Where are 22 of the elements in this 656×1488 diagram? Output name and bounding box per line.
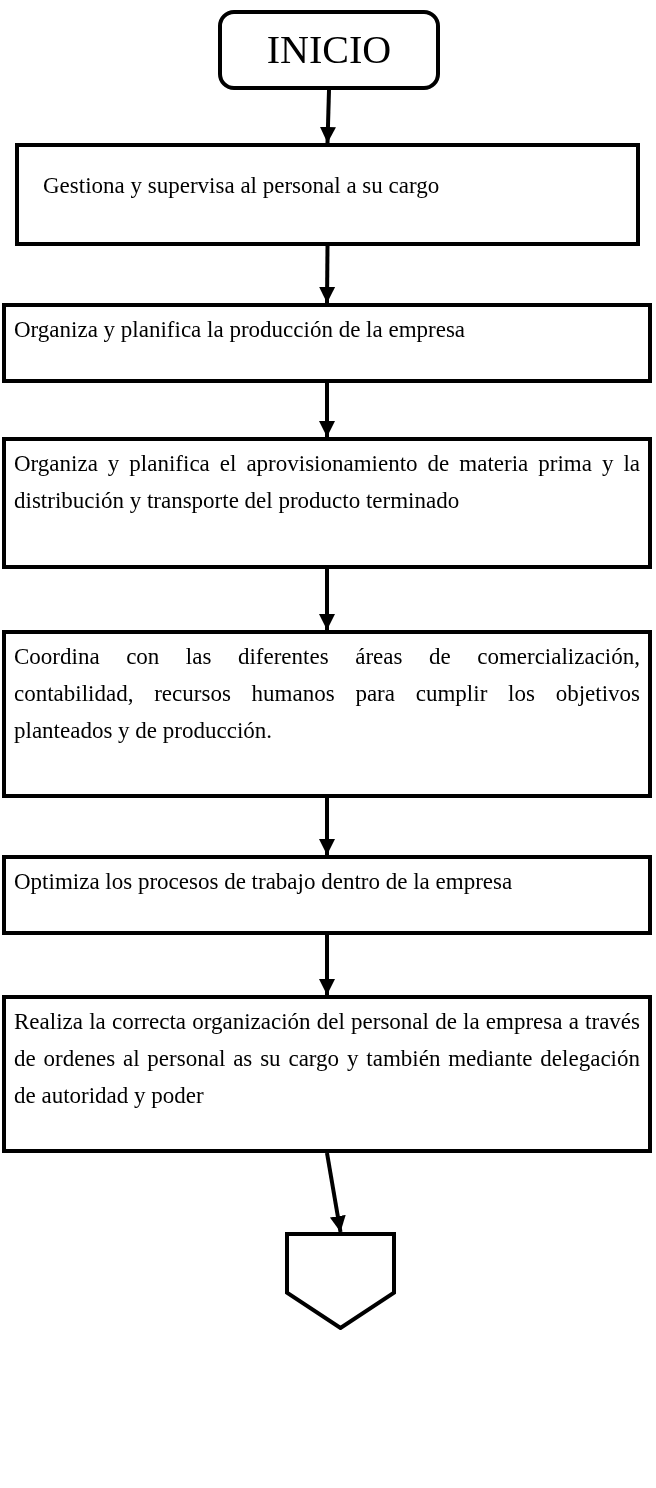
step-text: Gestiona y supervisa al personal a su cargo: [43, 172, 441, 200]
arrow: [319, 569, 335, 630]
start-terminal: [218, 10, 440, 90]
arrow: [319, 935, 335, 995]
step-text: Organiza y planifica el aprovisionamiento de materia prima y la distribución y transporte del producto terminado: [14, 450, 640, 515]
arrow: [319, 798, 335, 855]
process-box: [15, 143, 640, 246]
process-box: [2, 995, 652, 1153]
arrow: [319, 383, 335, 437]
step-text: Optimiza los procesos de trabajo dentro de la empresa: [14, 868, 514, 896]
process-box: [2, 437, 652, 569]
step-text: Realiza la correcta organización del personal de la empresa a través de ordenes al personal as su cargo y también mediante delegación de autoridad y poder: [14, 1008, 640, 1110]
step-text: Organiza y planifica la producción de la empresa: [14, 316, 467, 344]
process-box: [2, 855, 652, 935]
terminal-label: INICIO: [266, 30, 392, 70]
arrow: [319, 246, 336, 303]
process-box: [2, 630, 652, 798]
off-page-connector: [285, 1232, 396, 1330]
step-text: Coordina con las diferentes áreas de comercialización, contabilidad, recursos humanos para cumplir los objetivos planteados y de producción.: [14, 643, 640, 745]
process-box: [2, 303, 652, 383]
arrow: [325, 1152, 346, 1233]
arrow: [319, 89, 336, 144]
